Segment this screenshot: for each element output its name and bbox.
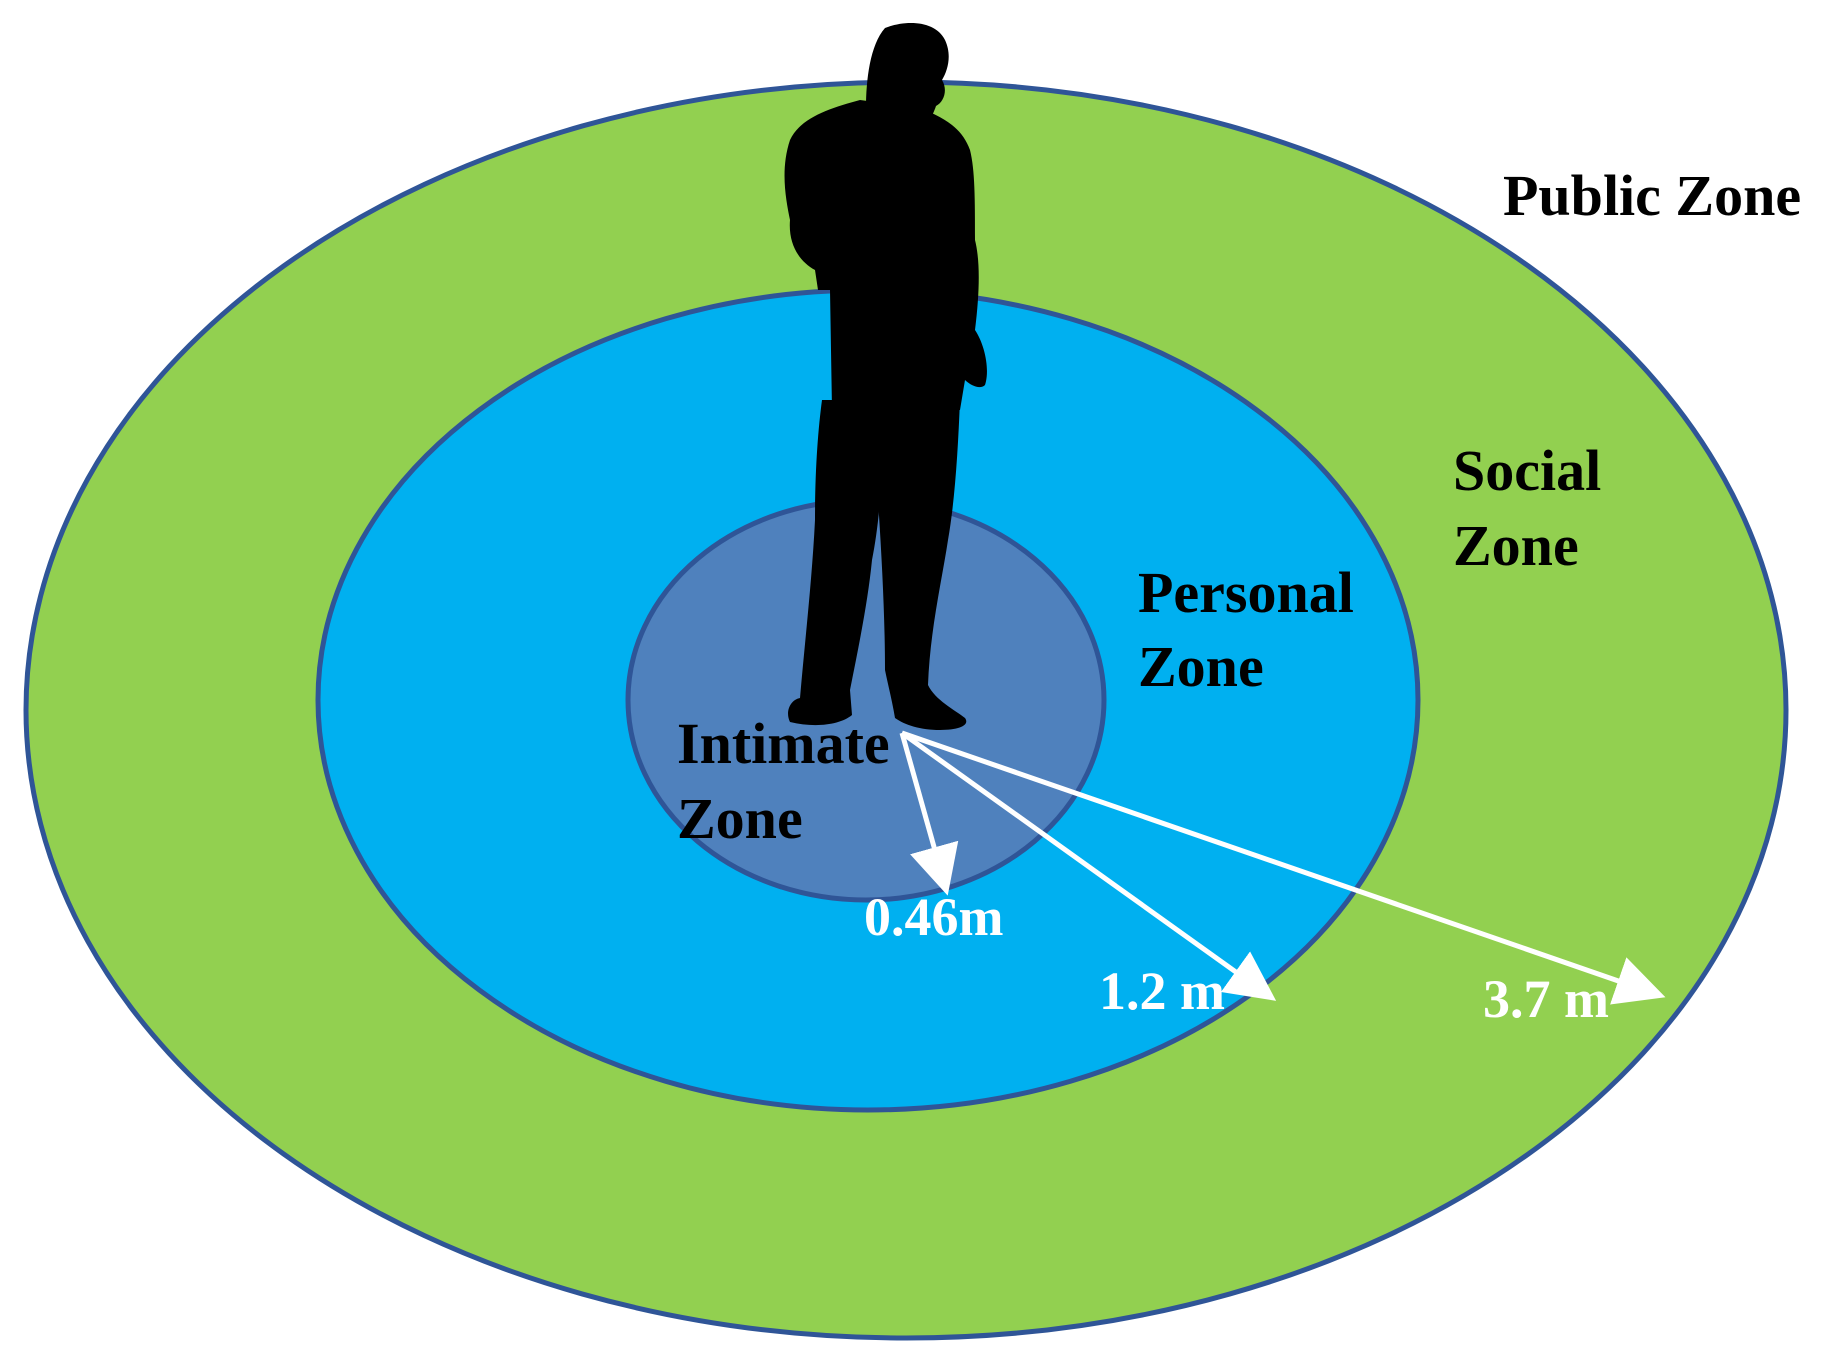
intimate-zone-label-line1: Intimate bbox=[677, 711, 890, 776]
personal-distance-arrow bbox=[900, 730, 1277, 1001]
personal-distance-label: 1.2 m bbox=[1099, 961, 1225, 1021]
person-silhouette bbox=[784, 23, 987, 730]
public-zone-label: Public Zone bbox=[1503, 163, 1801, 228]
social-zone-label-line2: Zone bbox=[1453, 513, 1579, 578]
distance-arrows bbox=[899, 730, 1666, 1005]
intimate-distance-label: 0.46m bbox=[864, 887, 1004, 947]
personal-zone-label-line1: Personal bbox=[1138, 560, 1354, 625]
personal-zone-label-line2: Zone bbox=[1138, 634, 1264, 699]
social-distance-label: 3.7 m bbox=[1483, 969, 1609, 1029]
social-distance-arrow bbox=[901, 730, 1666, 1005]
social-zone-label-line1: Social bbox=[1453, 438, 1601, 503]
intimate-zone-label-line2: Zone bbox=[677, 786, 803, 851]
intimate-distance-arrow bbox=[899, 732, 959, 896]
